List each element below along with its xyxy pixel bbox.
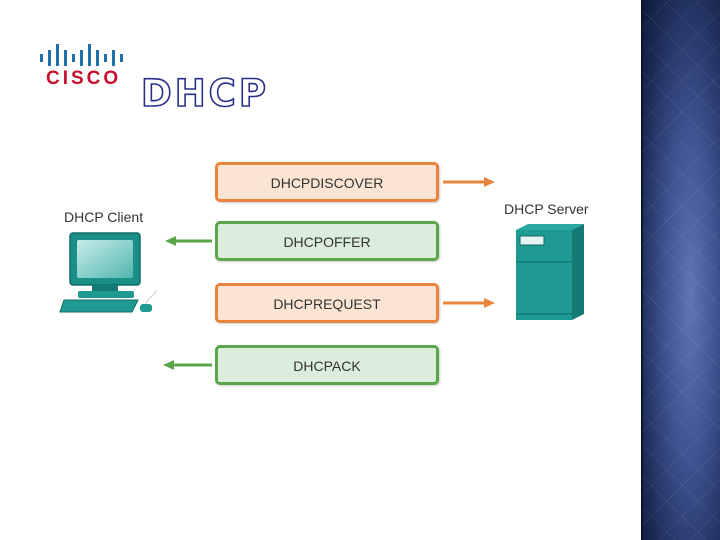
cisco-bars-icon [40, 44, 123, 66]
server-label: DHCP Server [504, 201, 589, 217]
arrow-discover [443, 177, 495, 187]
cisco-wordmark: CISCO [46, 68, 122, 89]
client-label: DHCP Client [64, 209, 144, 225]
cisco-logo: CISCO [38, 42, 128, 90]
message-dhcpoffer: DHCPOFFER [215, 221, 439, 261]
arrow-ack [163, 360, 212, 370]
message-dhcprequest: DHCPREQUEST [215, 283, 439, 323]
server-icon [516, 224, 584, 320]
arrow-request [443, 298, 495, 308]
message-dhcpdiscover: DHCPDISCOVER [215, 162, 439, 202]
arrow-offer [165, 236, 212, 246]
page-title: DHCP [140, 71, 269, 116]
computer-icon [59, 232, 157, 313]
message-dhcpack: DHCPACK [215, 345, 439, 385]
decorative-side-panel [641, 0, 720, 540]
